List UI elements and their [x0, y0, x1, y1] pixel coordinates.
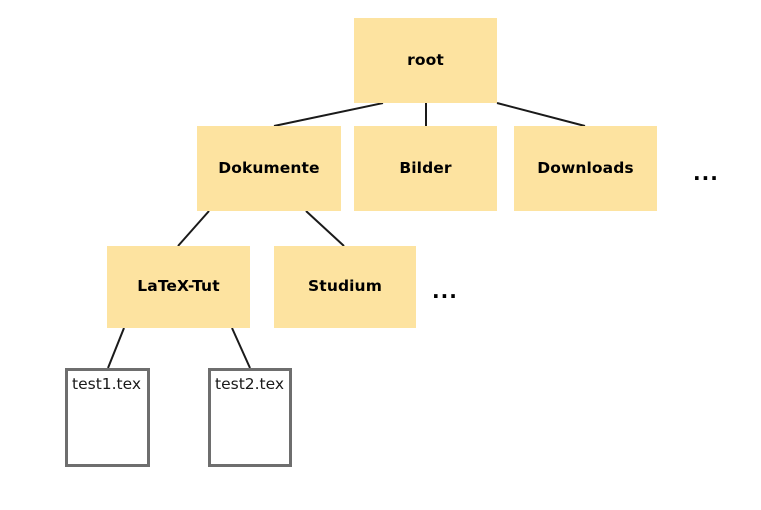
- ellipsis-level3: ...: [432, 279, 458, 303]
- ellipsis-level2: ...: [693, 161, 719, 185]
- node-label: Studium: [308, 277, 382, 296]
- node-label: root: [407, 50, 444, 69]
- folder-node-root[interactable]: root: [354, 18, 497, 103]
- edge-latextut-to-test1: [107, 327, 125, 369]
- edge-latextut-to-test2: [231, 327, 251, 369]
- edge-dokumente-to-studium: [305, 210, 345, 247]
- node-label: Bilder: [399, 158, 452, 177]
- edge-dokumente-to-latextut: [177, 210, 210, 247]
- node-label: test2.tex: [215, 375, 285, 393]
- file-node-test2[interactable]: test2.tex: [208, 368, 292, 467]
- folder-node-studium[interactable]: Studium: [274, 246, 416, 328]
- node-label: LaTeX-Tut: [137, 277, 220, 296]
- folder-node-downloads[interactable]: Downloads: [514, 126, 657, 211]
- edge-root-to-dokumente: [273, 102, 384, 127]
- node-label: Dokumente: [218, 158, 320, 177]
- node-label: Downloads: [537, 158, 634, 177]
- folder-node-latextut[interactable]: LaTeX-Tut: [107, 246, 250, 328]
- file-node-test1[interactable]: test1.tex: [65, 368, 150, 467]
- node-label: test1.tex: [72, 375, 142, 393]
- folder-node-dokumente[interactable]: Dokumente: [197, 126, 341, 211]
- edge-root-to-downloads: [496, 102, 586, 127]
- folder-node-bilder[interactable]: Bilder: [354, 126, 497, 211]
